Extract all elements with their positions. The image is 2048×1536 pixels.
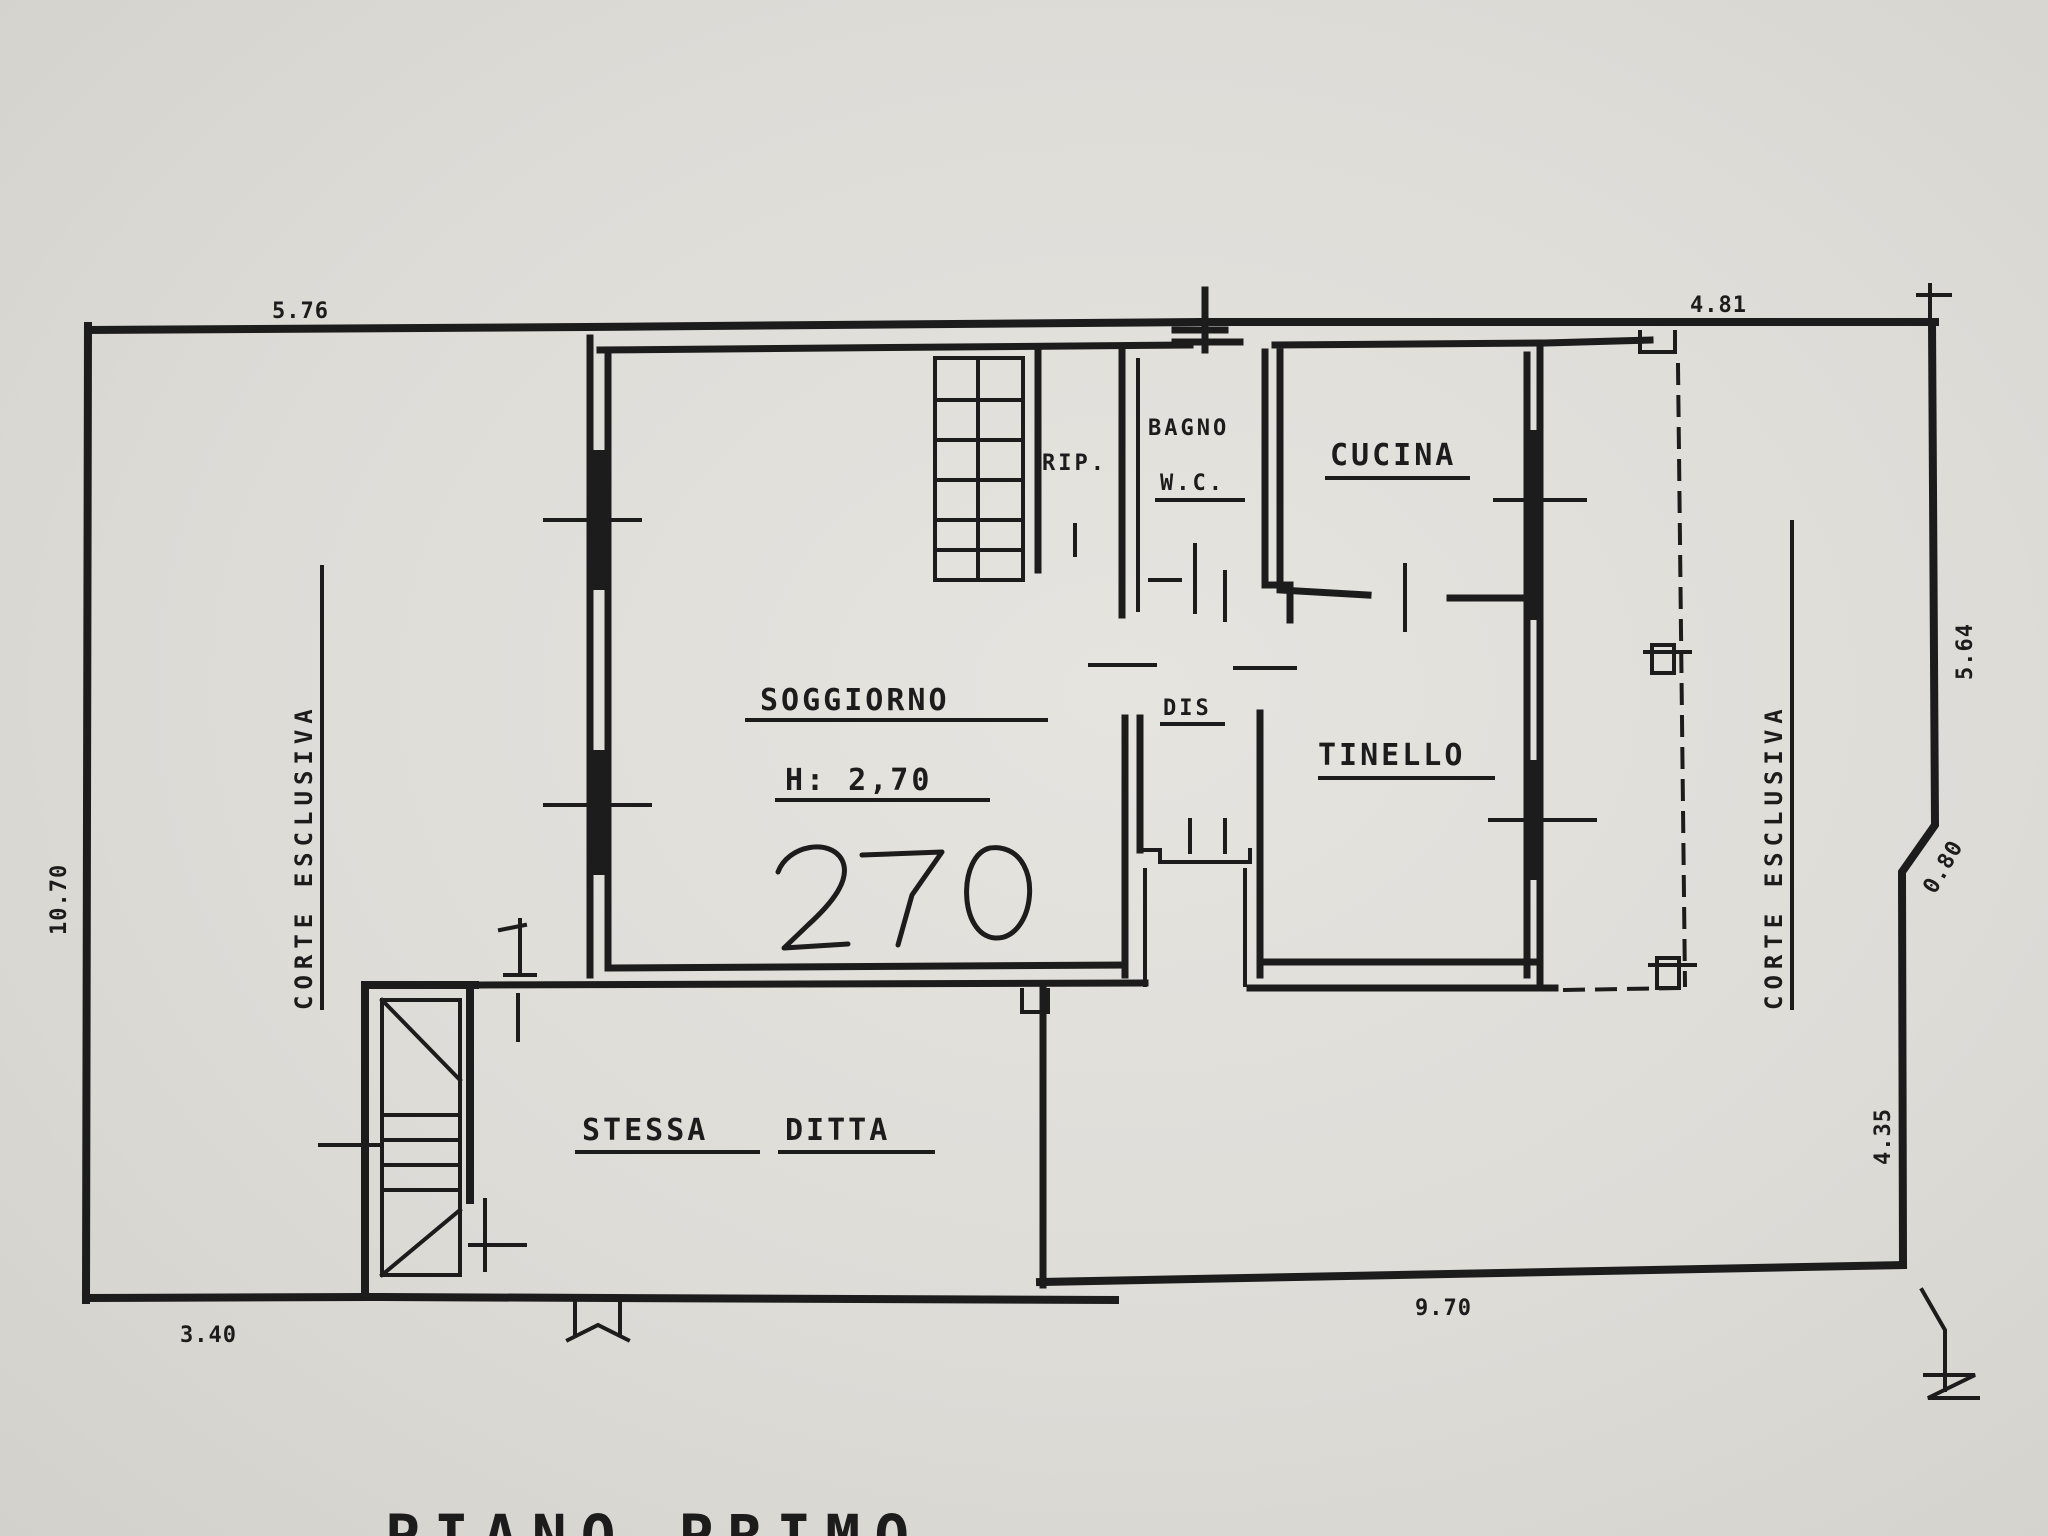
balcony-corner bbox=[1638, 330, 1677, 354]
living-bottom-wall bbox=[606, 961, 1129, 972]
pillar-lower bbox=[1655, 956, 1681, 990]
window-ticks bbox=[543, 498, 1597, 822]
boundary-left-wall bbox=[81, 321, 93, 1305]
label-dis: DIS bbox=[1163, 696, 1212, 721]
stair-treads bbox=[933, 356, 1025, 582]
boundary-bottom-wall bbox=[81, 1292, 1120, 1305]
bathroom-door-marks bbox=[1073, 523, 1227, 622]
label-tinello: TINELLO bbox=[1318, 738, 1465, 773]
windows bbox=[543, 430, 1597, 880]
handwritten-note: 270 bbox=[775, 844, 1033, 951]
outer-boundary bbox=[81, 317, 1940, 1305]
garage-door-mark bbox=[1020, 988, 1050, 1014]
dimension-labels: 5.76 4.81 10.70 5.64 4.35 0.80 3.40 9.70 bbox=[47, 283, 1980, 1400]
dim-top-left: 5.76 bbox=[272, 299, 329, 324]
kitchen-window bbox=[1526, 430, 1542, 620]
pillar-upper bbox=[1650, 643, 1676, 675]
top-wall-opening bbox=[1171, 286, 1244, 354]
handwritten-digit-7 bbox=[859, 849, 945, 948]
hall-door-marks bbox=[1188, 818, 1227, 854]
boundary-right-wall bbox=[1897, 317, 1940, 1270]
corridor-marks bbox=[1088, 663, 1297, 670]
label-rip: RIP. bbox=[1042, 451, 1107, 476]
lower-block bbox=[318, 918, 1050, 1343]
entrance-gap bbox=[1143, 868, 1247, 987]
boundary-top-wall bbox=[83, 318, 1939, 335]
dim-bottom-right: 9.70 bbox=[1415, 1296, 1472, 1321]
pillar-ticks bbox=[1643, 650, 1697, 967]
handwritten-digit-0 bbox=[964, 845, 1033, 941]
label-ditta: DITTA bbox=[785, 1113, 890, 1148]
dim-left-side: 10.70 bbox=[47, 864, 72, 935]
hall-door-box bbox=[1138, 848, 1252, 864]
lower-stair-treads bbox=[379, 997, 463, 1278]
boundary-bottom-wall-right bbox=[1035, 1260, 1908, 1287]
dim-right-corner: 0.80 bbox=[1919, 836, 1969, 898]
balcony-dashed-line bbox=[1675, 362, 1688, 988]
apartment-walls bbox=[476, 286, 1697, 993]
label-stessa: STESSA bbox=[582, 1113, 708, 1148]
label-wc: W.C. bbox=[1160, 471, 1225, 496]
label-corte-left: CORTE ESCLUSIVA bbox=[290, 703, 318, 1010]
dim-right-lower: 4.35 bbox=[1871, 1108, 1896, 1165]
kitchen-left-wall bbox=[1276, 348, 1372, 599]
dimension-end-marks bbox=[1916, 283, 1980, 1400]
room-labels: SOGGIORNO H: 2,70 CUCINA TINELLO BAGNO W… bbox=[290, 416, 1794, 1154]
label-soggiorno: SOGGIORNO bbox=[760, 683, 950, 718]
bottom-gate bbox=[565, 1298, 631, 1343]
lower-stair-ticks bbox=[318, 1143, 527, 1272]
living-window-lower bbox=[589, 750, 609, 875]
plan-title: PIANO PRIMO bbox=[385, 1502, 923, 1536]
apartment-inner-top bbox=[596, 336, 1654, 354]
dim-right-upper: 5.64 bbox=[1953, 623, 1978, 680]
dim-top-right: 4.81 bbox=[1690, 293, 1747, 318]
lower-stair-box bbox=[361, 981, 479, 1294]
label-corte-right: CORTE ESCLUSIVA bbox=[1760, 703, 1788, 1010]
living-bottom-outer bbox=[476, 979, 1149, 989]
dim-bottom-left: 3.40 bbox=[180, 1323, 237, 1348]
lower-stair-inner bbox=[380, 998, 462, 1277]
label-cucina: CUCINA bbox=[1330, 438, 1456, 473]
label-bagno: BAGNO bbox=[1148, 416, 1229, 441]
label-height: H: 2,70 bbox=[785, 763, 932, 798]
entry-tick bbox=[497, 918, 537, 1042]
handwritten-digit-2 bbox=[775, 844, 851, 951]
